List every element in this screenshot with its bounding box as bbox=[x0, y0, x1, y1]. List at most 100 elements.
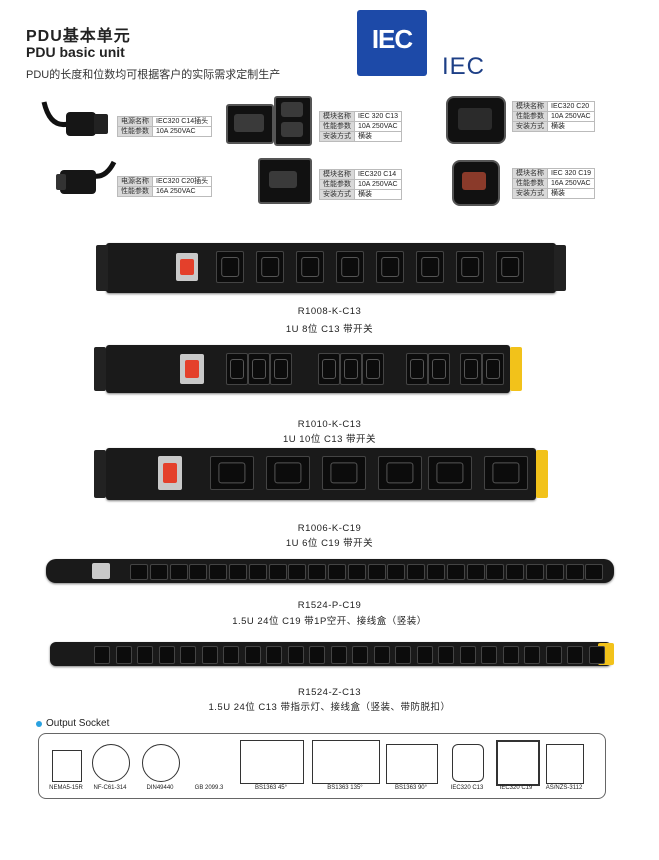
outlet-c13 bbox=[266, 646, 282, 664]
iec-c13-socket-icon bbox=[452, 744, 484, 782]
outlet-c19 bbox=[209, 564, 228, 580]
socket-label: IEC320 C19 bbox=[499, 785, 533, 791]
outlet-c19 bbox=[466, 564, 485, 580]
outlet-c19 bbox=[169, 564, 188, 580]
outlet-c13 bbox=[416, 646, 433, 664]
c20-module-image bbox=[446, 96, 506, 144]
product-desc: 1U 8位 C13 带开关 bbox=[285, 324, 374, 335]
outlet-c13 bbox=[524, 646, 540, 664]
outlet-c19 bbox=[585, 564, 604, 580]
outlet-c13 bbox=[115, 646, 132, 664]
outlet-c13 bbox=[459, 646, 476, 664]
outlet-c19 bbox=[565, 564, 584, 580]
c19-module-image bbox=[452, 160, 500, 206]
outlet-c13 bbox=[588, 646, 605, 664]
outlet-c13 bbox=[216, 251, 244, 283]
outlet-c19 bbox=[378, 456, 422, 490]
mount-ear-left bbox=[94, 450, 106, 498]
outlet-c13 bbox=[352, 646, 368, 664]
outlet-c19 bbox=[308, 564, 327, 580]
iec-logo: IEC bbox=[357, 10, 427, 76]
outlet-c13 bbox=[318, 353, 340, 385]
socket-label: BS1363 90° bbox=[394, 785, 428, 791]
mount-ear-left bbox=[96, 245, 108, 291]
nema-socket-icon bbox=[52, 750, 82, 782]
page-title: PDU基本单元 bbox=[26, 28, 131, 45]
socket-label: AS/NZS-3112 bbox=[545, 785, 583, 791]
c20-plug-image bbox=[56, 160, 117, 194]
iec-c19-socket-icon bbox=[496, 740, 540, 786]
bs1363-135-socket-icon bbox=[312, 740, 380, 784]
output-socket-title: Output Socket bbox=[46, 718, 110, 729]
mount-ear-right bbox=[554, 245, 566, 291]
outlet-c13 bbox=[502, 646, 519, 664]
product-model: R1010-K-C13 bbox=[297, 419, 362, 430]
outlet-c19 bbox=[266, 456, 310, 490]
din-socket-icon bbox=[142, 744, 180, 782]
pdu-r1010 bbox=[94, 345, 522, 393]
outlet-c19 bbox=[545, 564, 564, 580]
power-switch bbox=[158, 456, 182, 490]
c14-module-image bbox=[258, 158, 312, 204]
outlet-c13 bbox=[158, 646, 175, 664]
outlet-c13 bbox=[248, 353, 270, 385]
bullet-icon bbox=[36, 721, 42, 727]
c14-plug-image bbox=[41, 101, 108, 136]
power-switch bbox=[176, 253, 198, 281]
product-model: R1006-K-C19 bbox=[297, 523, 362, 534]
outlet-c13 bbox=[94, 646, 110, 664]
outlet-c19 bbox=[407, 564, 426, 580]
iec-logo-text: IEC bbox=[371, 24, 413, 54]
outlet-c19 bbox=[526, 564, 544, 580]
outlet-c13 bbox=[545, 646, 562, 664]
mount-ear-right bbox=[510, 347, 522, 391]
outlet-c13 bbox=[137, 646, 153, 664]
outlet-c13 bbox=[223, 646, 239, 664]
outlet-c13 bbox=[330, 646, 347, 664]
outlet-c19 bbox=[506, 564, 525, 580]
outlet-c19 bbox=[210, 456, 254, 490]
outlet-c13 bbox=[460, 353, 482, 385]
outlet-c13 bbox=[336, 251, 364, 283]
outlet-c13 bbox=[256, 251, 284, 283]
outlet-c13 bbox=[270, 353, 292, 385]
outlet-c13 bbox=[428, 353, 450, 385]
outlet-c19 bbox=[288, 564, 307, 580]
power-switch bbox=[180, 354, 204, 384]
bs1363-90-socket-icon bbox=[386, 744, 438, 784]
nf-c61-socket-icon bbox=[92, 744, 130, 782]
outlet-c13 bbox=[438, 646, 454, 664]
outlet-c13 bbox=[482, 353, 504, 385]
outlet-c13 bbox=[406, 353, 428, 385]
outlet-c13 bbox=[362, 353, 384, 385]
breaker-switch bbox=[92, 563, 110, 579]
outlet-c19 bbox=[149, 564, 168, 580]
outlet-c13 bbox=[496, 251, 524, 283]
outlet-c19 bbox=[428, 456, 472, 490]
product-desc: 1U 6位 C19 带开关 bbox=[285, 538, 374, 549]
outlet-c19 bbox=[484, 456, 528, 490]
outlet-c13 bbox=[296, 251, 324, 283]
outlet-c13 bbox=[244, 646, 261, 664]
product-model: R1524-P-C19 bbox=[297, 600, 362, 611]
c13-module-image bbox=[226, 104, 274, 144]
outlet-c19 bbox=[427, 564, 445, 580]
socket-label: IEC320 C13 bbox=[450, 785, 484, 791]
pdu-r1008 bbox=[96, 243, 566, 293]
outlet-c13 bbox=[340, 353, 362, 385]
iec-caption: IEC bbox=[442, 53, 486, 80]
outlet-c19 bbox=[486, 564, 505, 580]
pdu-r1006 bbox=[94, 448, 548, 500]
outlet-c13 bbox=[481, 646, 497, 664]
outlet-c19 bbox=[446, 564, 465, 580]
outlet-c19 bbox=[387, 564, 406, 580]
outlet-c13 bbox=[309, 646, 325, 664]
outlet-c13 bbox=[373, 646, 390, 664]
outlet-c19 bbox=[268, 564, 287, 580]
page-subtitle: PDU basic unit bbox=[26, 44, 125, 60]
